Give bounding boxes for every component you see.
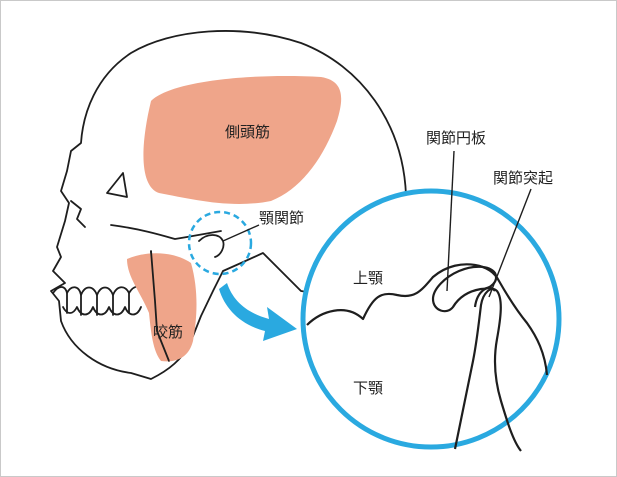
lower-teeth <box>62 306 142 316</box>
condyle-head <box>473 286 496 308</box>
disc-leader-line <box>446 150 455 292</box>
disc-label: 関節円板 <box>426 129 486 147</box>
condyle-label: 関節突起 <box>493 169 553 187</box>
orbit <box>106 172 128 198</box>
condyle-small <box>198 234 225 258</box>
masseter-muscle <box>127 253 197 362</box>
masseter-label: 咬筋 <box>153 323 183 341</box>
tmj-label: 顎関節 <box>259 209 304 227</box>
glenoid-fossa <box>306 263 549 376</box>
zoom-view <box>300 150 562 452</box>
lower-jaw-label: 下顎 <box>353 379 383 397</box>
tmj-highlight-circle <box>187 210 253 276</box>
skull <box>50 30 407 380</box>
skull-outline <box>50 30 407 380</box>
zygomatic-arch <box>110 224 222 240</box>
condylar-process <box>453 287 522 452</box>
temporalis-label: 側頭筋 <box>225 123 270 141</box>
zoom-arrow <box>219 283 297 341</box>
mandible-ramus-front <box>150 250 170 362</box>
temporalis-muscle <box>143 76 342 204</box>
zoom-circle <box>300 188 562 450</box>
condyle-leader-line <box>488 188 532 298</box>
tooth-lines <box>66 292 130 316</box>
nasal-cavity <box>70 200 86 228</box>
upper-jaw-label: 上顎 <box>353 269 383 287</box>
tmj-leader-line <box>222 224 260 242</box>
articular-disc <box>431 265 498 313</box>
